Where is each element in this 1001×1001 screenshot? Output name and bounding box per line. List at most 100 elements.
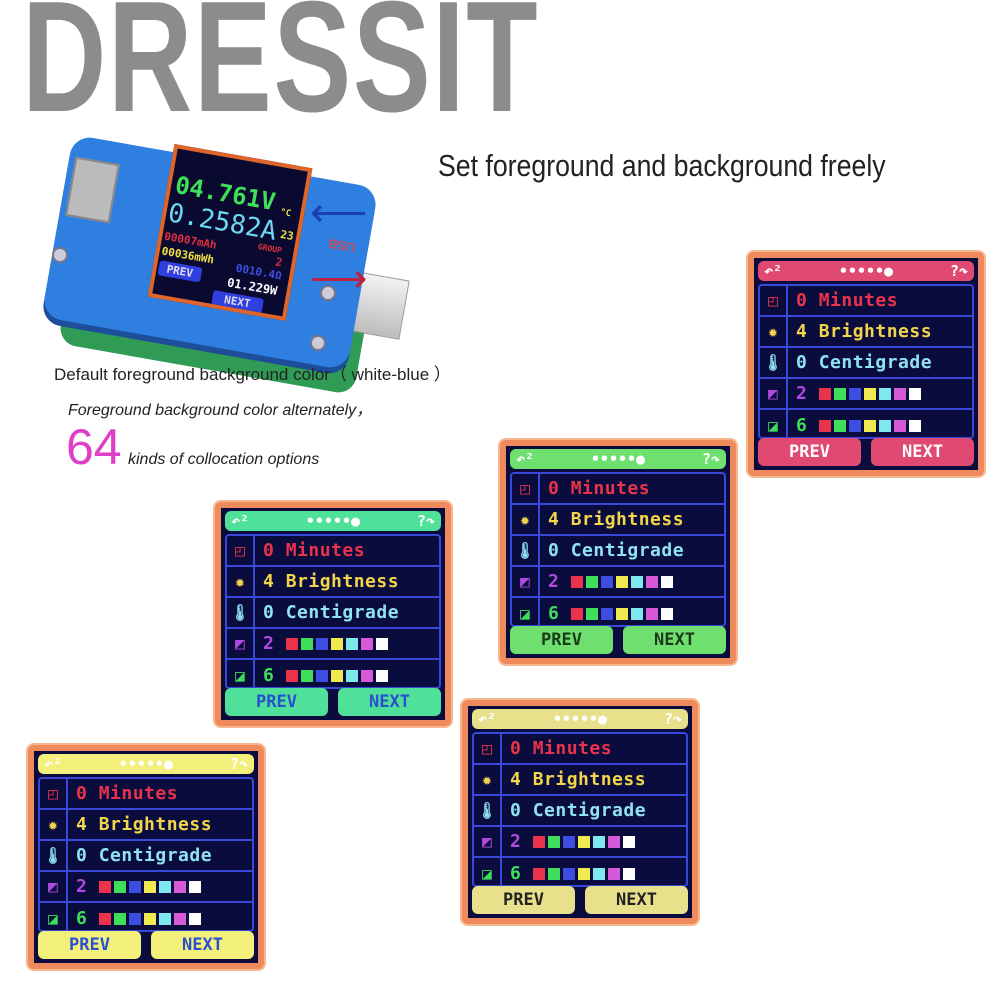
settings-row[interactable]: ✹ 4 Brightness [474,765,686,796]
prev-button[interactable]: PREV [510,626,613,654]
back-icon[interactable]: ↶² [231,512,250,530]
settings-row[interactable]: ◰ 0 Minutes [760,286,972,317]
group-readout: 2 [274,255,284,270]
page-dots: •••••● [590,450,646,468]
color-swatch [570,576,583,588]
settings-row[interactable]: 🌡 0 Centigrade [512,536,724,567]
color-swatch [128,913,141,925]
sun-icon: ✹ [40,810,68,839]
settings-row[interactable]: ✹ 4 Brightness [227,567,439,598]
usb-tester-device: ⟵ USB ⟶ 04.761V 0.2582A °C 23 00007mAh G… [30,134,410,396]
prev-button[interactable]: PREV [758,438,861,466]
color-swatch [660,576,673,588]
back-icon[interactable]: ↶² [478,710,497,728]
settings-row[interactable]: ✹ 4 Brightness [40,810,252,841]
settings-row[interactable]: 🌡 0 Centigrade [760,348,972,379]
thermometer-icon: 🌡 [40,841,68,870]
page-dots: •••••● [552,710,608,728]
settings-row[interactable]: ◰ 0 Minutes [474,734,686,765]
settings-row[interactable]: 🌡 0 Centigrade [227,598,439,629]
color-swatch [585,608,598,620]
settings-row[interactable]: ✹ 4 Brightness [760,317,972,348]
color-swatch [577,868,590,880]
settings-row[interactable]: ◩ 2 [40,872,252,903]
color-swatch [615,576,628,588]
back-icon[interactable]: ↶² [516,450,535,468]
foreground-color-icon: ◪ [512,598,540,629]
settings-row[interactable]: ◪ 6 [227,660,439,691]
color-swatch [360,670,373,682]
color-swatch [532,868,545,880]
color-swatch [818,388,831,400]
setting-value: 0 [796,352,808,373]
help-icon[interactable]: ?↷ [663,710,682,728]
color-swatch [878,420,891,432]
setting-label: Minutes [818,290,899,311]
help-icon[interactable]: ?↷ [229,755,248,773]
color-swatch [375,638,388,650]
screw-icon [310,335,326,351]
prev-button[interactable]: PREV [38,931,141,959]
color-swatch [113,913,126,925]
next-button[interactable]: NEXT [623,626,726,654]
settings-row[interactable]: ◰ 0 Minutes [512,474,724,505]
settings-row[interactable]: ◪ 6 [474,858,686,889]
next-button[interactable]: NEXT [871,438,974,466]
setting-value: 2 [263,633,275,654]
color-swatch [562,836,575,848]
setting-value: 4 [76,814,88,835]
settings-row[interactable]: ◰ 0 Minutes [227,536,439,567]
setting-value: 2 [548,571,560,592]
thermometer-icon: 🌡 [760,348,788,377]
color-swatch [577,836,590,848]
settings-list: ◰ 0 Minutes ✹ 4 Brightness 🌡 0 Centigrad… [38,777,254,934]
color-swatch [188,881,201,893]
settings-row[interactable]: ◪ 6 [760,410,972,441]
settings-row[interactable]: ◩ 2 [512,567,724,598]
help-icon[interactable]: ?↷ [701,450,720,468]
settings-row[interactable]: ◰ 0 Minutes [40,779,252,810]
settings-list: ◰ 0 Minutes ✹ 4 Brightness 🌡 0 Centigrad… [225,534,441,691]
prev-button[interactable]: PREV [472,886,575,914]
setting-label: Centigrade [570,540,685,561]
setting-label: Brightness [818,321,933,342]
setting-value: 6 [76,908,88,929]
color-swatch [330,670,343,682]
color-swatch [315,670,328,682]
settings-row[interactable]: ◩ 2 [760,379,972,410]
color-swatch [128,881,141,893]
setting-label: Minutes [98,783,179,804]
next-button[interactable]: NEXT [151,931,254,959]
settings-row[interactable]: ◩ 2 [227,629,439,660]
setting-value: 4 [263,571,275,592]
setting-label: Brightness [285,571,400,592]
settings-row[interactable]: 🌡 0 Centigrade [474,796,686,827]
help-icon[interactable]: ?↷ [949,262,968,280]
color-swatch [630,608,643,620]
setting-value: 4 [548,509,560,530]
thermometer-icon: 🌡 [474,796,502,825]
thermometer-icon: 🌡 [227,598,255,627]
settings-row[interactable]: 🌡 0 Centigrade [40,841,252,872]
temp-unit: °C [279,207,292,220]
sun-icon: ✹ [227,567,255,596]
arrow-right-icon: ⟶ [310,257,368,301]
settings-row[interactable]: ✹ 4 Brightness [512,505,724,536]
settings-row[interactable]: ◪ 6 [512,598,724,629]
back-icon[interactable]: ↶² [764,262,783,280]
setting-label: Brightness [98,814,213,835]
settings-row[interactable]: ◩ 2 [474,827,686,858]
settings-row[interactable]: ◪ 6 [40,903,252,934]
color-swatch [878,388,891,400]
background-color-icon: ◩ [227,629,255,658]
help-icon[interactable]: ?↷ [416,512,435,530]
color-swatch [158,913,171,925]
back-icon[interactable]: ↶² [44,755,63,773]
combination-count: 64 [66,419,122,475]
next-button[interactable]: NEXT [585,886,688,914]
next-button[interactable]: NEXT [338,688,441,716]
setting-value: 6 [263,665,275,686]
prev-button[interactable]: PREV [225,688,328,716]
setting-label: Minutes [532,738,613,759]
page-dots: •••••● [838,262,894,280]
